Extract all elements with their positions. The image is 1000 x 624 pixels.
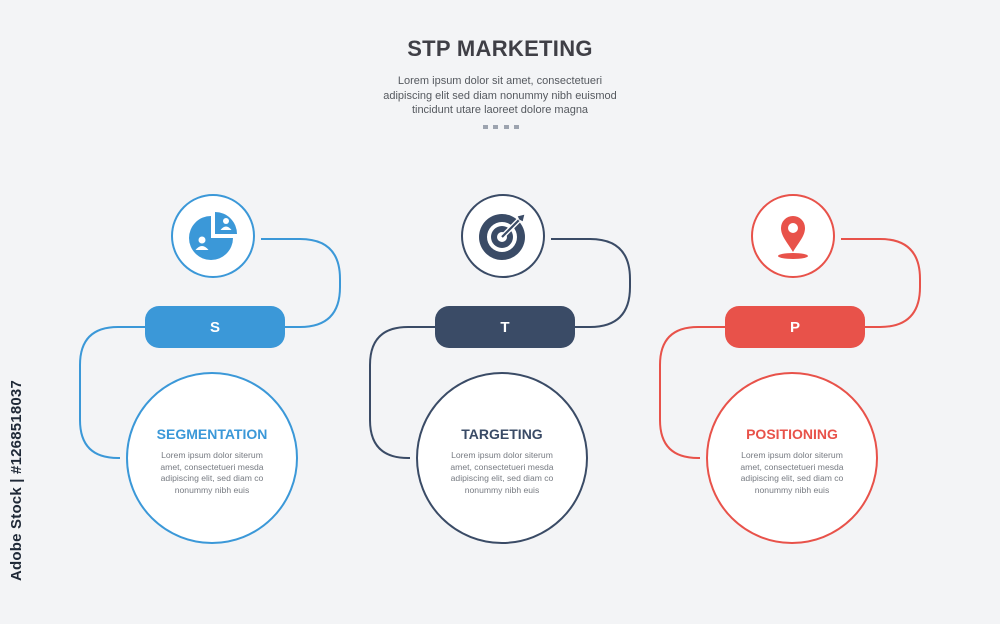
step-pill-p: P (725, 306, 865, 348)
step-heading: SEGMENTATION (156, 426, 268, 442)
step-heading: POSITIONING (746, 426, 838, 442)
body-line: Lorem ipsum dolor siterum (451, 450, 553, 460)
target-arrow-icon (479, 213, 526, 260)
step-body: Lorem ipsum dolor siterum amet, consecte… (128, 450, 296, 496)
title-divider-dots (483, 125, 519, 129)
step-body: Lorem ipsum dolor siterum amet, consecte… (418, 450, 586, 496)
icon-circle-targeting (461, 194, 545, 278)
body-line: Lorem ipsum dolor siterum (741, 450, 843, 460)
step-pill-t: T (435, 306, 575, 348)
connector-top-s (261, 238, 341, 328)
body-line: nonummy nibh euis (174, 484, 250, 495)
icon-circle-segmentation (171, 194, 255, 278)
step-card-positioning: POSITIONING Lorem ipsum dolor siterum am… (706, 372, 878, 544)
icon-circle-positioning (751, 194, 835, 278)
subtitle-line: tincidunt utare laoreet dolore magna (411, 104, 589, 116)
subtitle-line: adipiscing elit sed diam nonummy nibh eu… (383, 89, 617, 102)
step-pill-s: S (145, 306, 285, 348)
connector-top-t (551, 238, 631, 328)
subtitle-line: Lorem ipsum dolor sit amet, consectetuer… (397, 75, 603, 87)
connector-top-p (841, 238, 921, 328)
page-title: STP MARKETING (407, 36, 593, 61)
step-body: Lorem ipsum dolor siterum amet, consecte… (708, 450, 876, 496)
connector-bottom-p (659, 326, 725, 459)
page-subtitle: Lorem ipsum dolor sit amet, consectetuer… (300, 74, 700, 118)
connector-bottom-t (369, 326, 435, 459)
step-card-segmentation: SEGMENTATION Lorem ipsum dolor siterum a… (126, 372, 298, 544)
body-line: adipiscing elit, sed diam co (450, 473, 554, 483)
body-line: amet, consectetueri mesda (740, 461, 844, 472)
body-line: adipiscing elit, sed diam co (740, 473, 844, 483)
body-line: amet, consectetueri mesda (450, 461, 554, 472)
body-line: nonummy nibh euis (754, 484, 830, 495)
map-pin-icon (778, 216, 808, 259)
body-line: nonummy nibh euis (464, 484, 540, 495)
watermark-side-text: Adobe Stock | #1268518037 (8, 380, 25, 581)
body-line: Lorem ipsum dolor siterum (161, 450, 263, 460)
pie-chart-users-icon (189, 212, 237, 260)
connector-bottom-s (79, 326, 145, 459)
step-heading: TARGETING (461, 426, 543, 442)
body-line: adipiscing elit, sed diam co (160, 473, 264, 483)
body-line: amet, consectetueri mesda (160, 461, 264, 472)
step-card-targeting: TARGETING Lorem ipsum dolor siterum amet… (416, 372, 588, 544)
